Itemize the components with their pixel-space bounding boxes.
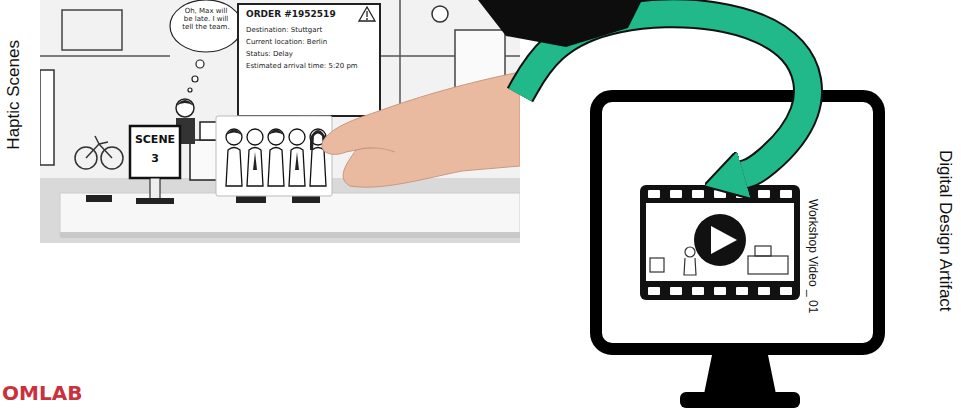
flow-arrow bbox=[520, 13, 808, 174]
figure-card bbox=[216, 116, 332, 196]
order-line: Destination: Stuttgart bbox=[246, 26, 322, 34]
paper-figure bbox=[40, 70, 54, 165]
node-label: Workshop Video _ 01 bbox=[806, 199, 820, 313]
scene-sign bbox=[130, 126, 180, 178]
wall-lines bbox=[40, 0, 520, 120]
thought-bubble bbox=[170, 0, 242, 92]
sign-foot bbox=[136, 198, 174, 204]
arrow-band bbox=[520, 13, 808, 174]
paper-clock bbox=[432, 6, 448, 22]
monitor-stand bbox=[680, 355, 800, 408]
paper-desk bbox=[190, 140, 302, 180]
node-label: Haptic Scenes bbox=[4, 40, 24, 150]
film-sprockets bbox=[648, 190, 792, 295]
logo-text: OMLAB bbox=[2, 382, 82, 404]
scene-number: SCENE 3 bbox=[134, 131, 176, 168]
figure-hair bbox=[226, 130, 326, 171]
paper-figures bbox=[226, 129, 326, 186]
paper-window bbox=[62, 10, 122, 50]
card-stands bbox=[86, 195, 320, 203]
film-image bbox=[646, 203, 794, 281]
base-edge bbox=[60, 232, 520, 238]
hand-crease bbox=[356, 148, 395, 152]
play-button bbox=[694, 214, 746, 266]
photo-node: Haptic Scenes bbox=[40, 0, 520, 243]
camera-symbol bbox=[478, 0, 642, 47]
screen-stand bbox=[302, 116, 318, 126]
paper-laptop bbox=[200, 122, 230, 140]
video-node: Workshop Video _ 01 bbox=[640, 185, 800, 300]
haptic-scene-photo bbox=[40, 0, 520, 243]
warning-symbol bbox=[359, 7, 375, 21]
sign-post bbox=[150, 178, 160, 200]
paper-door bbox=[455, 30, 505, 140]
monitor-node: Digital Design ArtifactWorkshop Video _ … bbox=[590, 90, 885, 355]
base-board bbox=[60, 193, 520, 236]
film-scene bbox=[650, 246, 788, 275]
hand bbox=[322, 72, 520, 187]
order-line: Current location: Berlin bbox=[246, 38, 327, 46]
paper-wall bbox=[40, 0, 520, 178]
speech-text: Oh, Max will be late. I will tell the te… bbox=[180, 7, 232, 31]
order-line: Estimated arrival time: 5:20 pm bbox=[246, 62, 358, 70]
play-triangle bbox=[711, 226, 737, 254]
paper-bicycle bbox=[75, 136, 123, 169]
film-frame bbox=[640, 185, 800, 300]
order-heading: ORDER #1952519 bbox=[246, 9, 336, 20]
order-line: Status: Delay bbox=[246, 50, 293, 58]
paper-person bbox=[176, 99, 195, 144]
arrow-outline bbox=[520, 13, 808, 174]
photo-background bbox=[40, 0, 520, 243]
paper-screen bbox=[238, 4, 380, 116]
node-label: Digital Design Artifact bbox=[935, 150, 955, 312]
